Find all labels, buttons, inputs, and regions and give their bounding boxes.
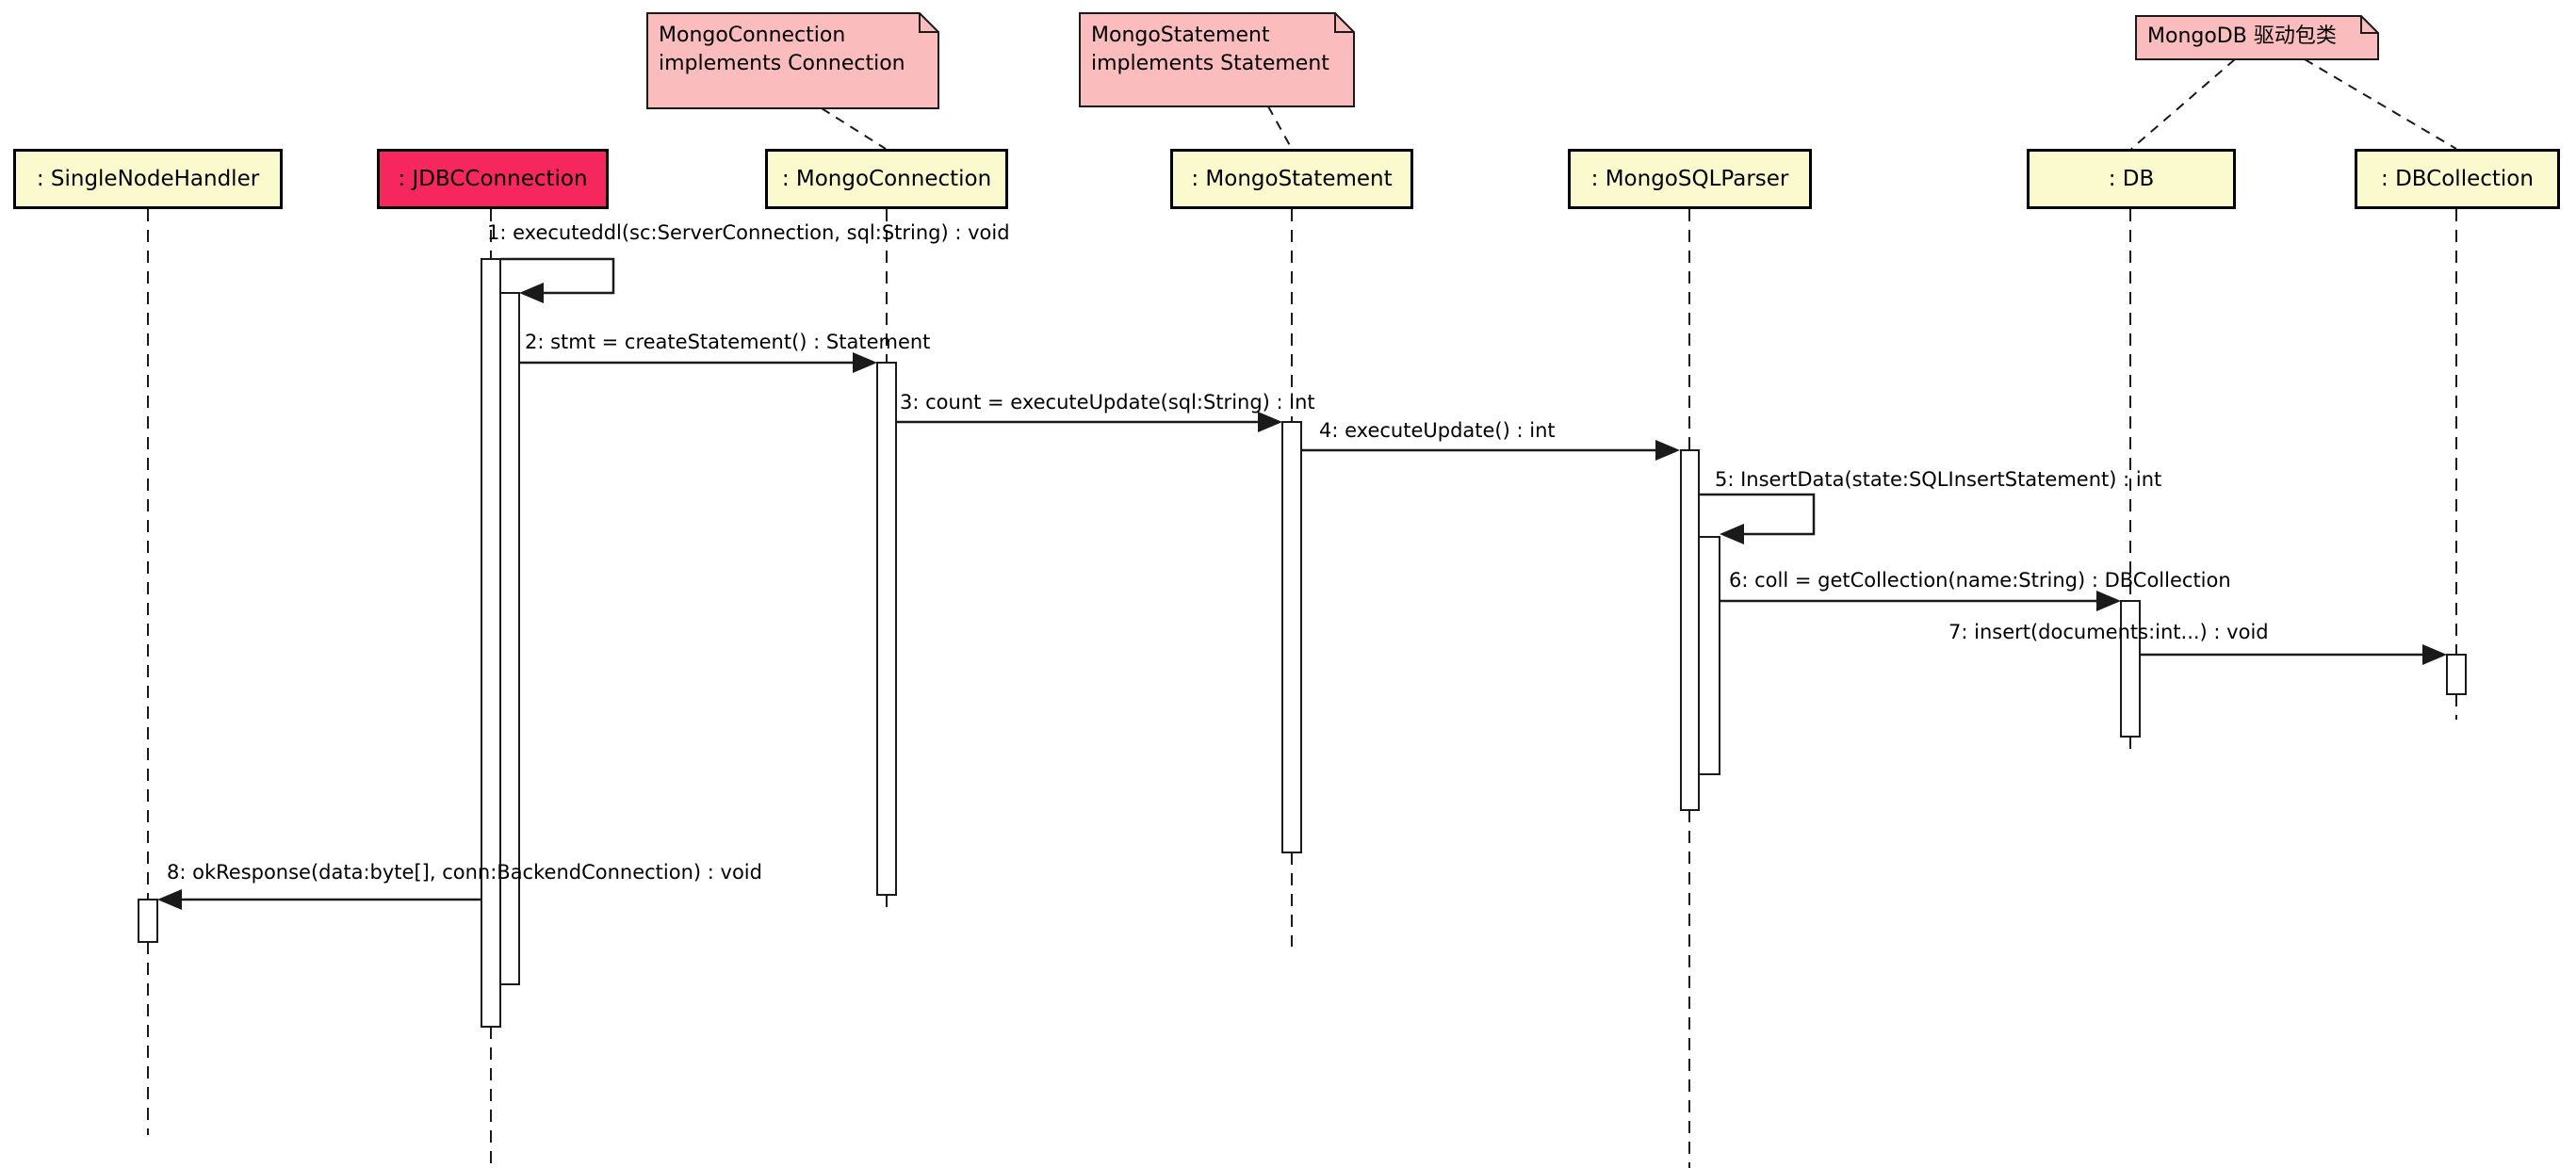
message-6-arrowhead: [2096, 591, 2121, 611]
note-line: MongoStatement: [1091, 24, 1270, 47]
activation-mongo-statement: [1281, 421, 1302, 853]
participant-db: : DB: [2027, 149, 2236, 209]
message-2-label: 2: stmt = createStatement() : Statement: [525, 331, 931, 353]
activation-parser-outer: [1680, 449, 1700, 811]
activation-bars: [138, 258, 2467, 1028]
note-mongo-connection: MongoConnection implements Connection: [647, 13, 938, 108]
note-mongo-connection-fold: [919, 13, 938, 33]
note-mongo-statement: MongoStatement implements Statement: [1080, 13, 1354, 106]
participant-single-node-handler: : SingleNodeHandler: [13, 149, 283, 209]
message-8-arrowhead: [157, 889, 182, 910]
lifelines: [147, 209, 2457, 1168]
note-mongodb-driver: MongoDB 驱动包类: [2136, 16, 2378, 59]
message-1-arrowhead: [519, 283, 544, 303]
note-mongo-statement-fold: [1334, 13, 1354, 33]
activation-jdbc-nested: [499, 292, 520, 985]
message-5-self-loop: [1699, 493, 1816, 536]
note-mongodb-driver-fold: [2360, 16, 2378, 34]
message-1-label: 1: executeddl(sc:ServerConnection, sql:S…: [487, 221, 1010, 244]
message-4-label: 4: executeUpdate() : int: [1319, 419, 1556, 442]
note-line: implements Statement: [1091, 52, 1329, 75]
message-3-label: 3: count = executeUpdate(sql:String) : i…: [900, 391, 1315, 414]
message-7-arrowhead: [2422, 644, 2447, 665]
note-mongo-statement-shape: [1079, 12, 1355, 107]
note-connector-mongo-statement: [1267, 105, 1293, 150]
participant-jdbc-connection: : JDBCConnection: [377, 149, 609, 209]
note-mongo-connection-shape: [646, 12, 939, 109]
note-line: MongoDB 驱动包类: [2147, 24, 2337, 48]
activation-parser-nested: [1698, 536, 1720, 775]
message-7-label: 7: insert(documents:int...) : void: [1948, 621, 2269, 643]
activation-single-node-handler: [138, 899, 158, 943]
message-2-arrowhead: [853, 352, 877, 373]
message-6-label: 6: coll = getCollection(name:String) : D…: [1729, 569, 2231, 592]
note-line: MongoConnection: [659, 24, 846, 47]
participant-mongo-connection: : MongoConnection: [765, 149, 1008, 209]
message-5-arrowhead: [1720, 524, 1744, 544]
notes-shapes: [646, 12, 2457, 150]
note-connector-mongo-connection: [821, 107, 887, 150]
message-1-self-loop: [500, 257, 615, 295]
activation-mongo-connection: [876, 362, 897, 896]
participant-mongo-sql-parser: : MongoSQLParser: [1568, 149, 1812, 209]
note-connector-db: [2130, 58, 2236, 150]
message-arrows: [157, 257, 2447, 910]
activation-db-collection: [2446, 654, 2467, 695]
activation-jdbc-outer: [481, 258, 501, 1028]
activation-db: [2120, 600, 2141, 738]
note-connector-db-collection: [2304, 58, 2457, 150]
message-4-arrowhead: [1655, 440, 1680, 461]
message-5-label: 5: InsertData(state:SQLInsertStatement) …: [1715, 468, 2162, 491]
note-line: implements Connection: [659, 52, 905, 75]
message-3-arrowhead: [1258, 412, 1282, 432]
participant-mongo-statement: : MongoStatement: [1170, 149, 1413, 209]
note-mongodb-driver-shape: [2135, 15, 2379, 60]
participant-db-collection: : DBCollection: [2355, 149, 2560, 209]
message-8-label: 8: okResponse(data:byte[], conn:BackendC…: [167, 861, 762, 884]
